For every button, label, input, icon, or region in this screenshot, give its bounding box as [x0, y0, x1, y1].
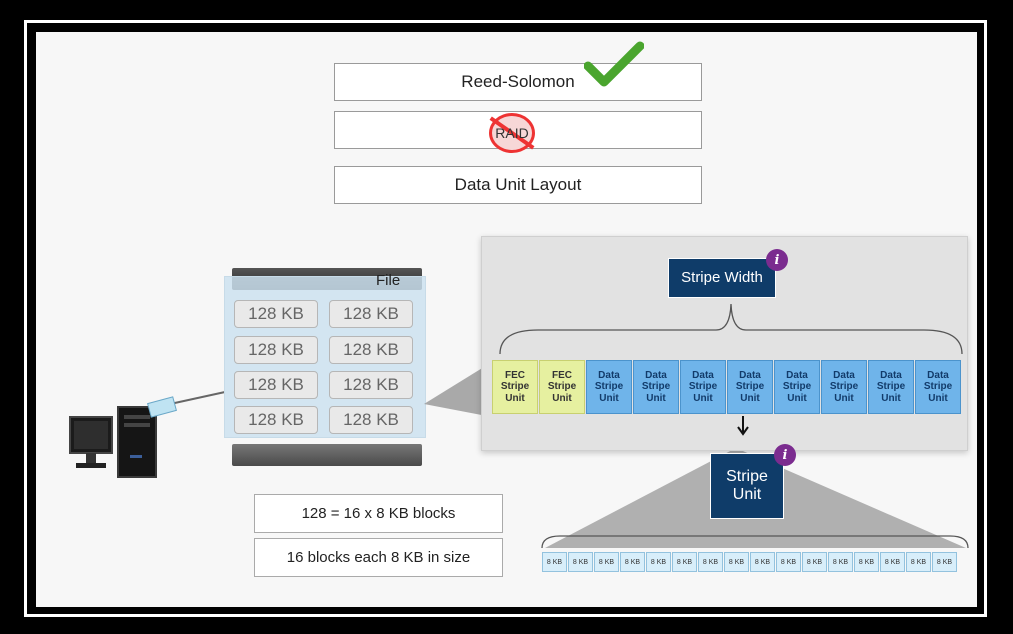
data-stripe-unit: Data Stripe Unit: [727, 360, 773, 414]
data-stripe-unit: Data Stripe Unit: [915, 360, 961, 414]
data-unit-layout-box: Data Unit Layout: [334, 166, 702, 204]
stripe-width-brace: [499, 303, 963, 355]
stripe-width-label: Stripe Width: [681, 269, 763, 287]
kb-block: 8 KB: [620, 552, 645, 572]
slide: Reed-Solomon RAID Data Unit Layout File …: [36, 32, 977, 607]
file-label: File: [376, 272, 401, 289]
equation-box: 128 = 16 x 8 KB blocks: [254, 494, 503, 533]
data-stripe-unit: Data Stripe Unit: [680, 360, 726, 414]
stripe-width-info-icon[interactable]: i: [766, 249, 788, 271]
data-stripe-unit: Data Stripe Unit: [868, 360, 914, 414]
equation-text: 128 = 16 x 8 KB blocks: [301, 505, 456, 522]
kb-block: 8 KB: [750, 552, 775, 572]
raid-label: RAID: [495, 125, 529, 141]
stripe-units-row: FEC Stripe Unit FEC Stripe Unit Data Str…: [492, 360, 961, 414]
data-stripe-unit: Data Stripe Unit: [821, 360, 867, 414]
kb-block: 8 KB: [568, 552, 593, 572]
kb-block: 8 KB: [932, 552, 957, 572]
kb-block: 8 KB: [828, 552, 853, 572]
kb-block: 8 KB: [542, 552, 567, 572]
data-stripe-unit: Data Stripe Unit: [774, 360, 820, 414]
kb-block: 8 KB: [906, 552, 931, 572]
kb-block: 8 KB: [594, 552, 619, 572]
kb-block: 8 KB: [776, 552, 801, 572]
description-text: 16 blocks each 8 KB in size: [286, 549, 471, 566]
kb-block: 8 KB: [672, 552, 697, 572]
data-stripe-unit: Data Stripe Unit: [586, 360, 632, 414]
kb-block: 8 KB: [698, 552, 723, 572]
prohibited-icon: RAID: [489, 113, 535, 153]
outer-frame: [24, 20, 987, 617]
storage-bottom-strip: [232, 444, 422, 466]
stripe-unit-brace: [541, 535, 969, 549]
computer-icon: [69, 406, 157, 478]
kb-block: 8 KB: [854, 552, 879, 572]
checkmark-icon: [584, 41, 644, 87]
stripe-unit-box: Stripe Unit: [710, 453, 784, 519]
stripe-width-box: Stripe Width: [668, 258, 776, 298]
kb-blocks-row: 8 KB 8 KB 8 KB 8 KB 8 KB 8 KB 8 KB 8 KB …: [542, 552, 957, 572]
kb-block: 8 KB: [880, 552, 905, 572]
file-block: 128 KB: [234, 336, 318, 364]
network-cable: [147, 391, 226, 418]
reed-solomon-box: Reed-Solomon: [334, 63, 702, 101]
file-block: 128 KB: [329, 336, 413, 364]
file-block: 128 KB: [234, 406, 318, 434]
file-block: 128 KB: [329, 300, 413, 328]
data-stripe-unit: Data Stripe Unit: [633, 360, 679, 414]
arrow-down-icon: [737, 416, 749, 436]
file-block: 128 KB: [234, 371, 318, 399]
reed-solomon-label: Reed-Solomon: [461, 72, 575, 91]
stripe-unit-label: Stripe Unit: [726, 467, 768, 503]
file-block: 128 KB: [329, 371, 413, 399]
stripe-unit-info-icon[interactable]: i: [774, 444, 796, 466]
fec-stripe-unit: FEC Stripe Unit: [492, 360, 538, 414]
description-box: 16 blocks each 8 KB in size: [254, 538, 503, 577]
file-block: 128 KB: [329, 406, 413, 434]
kb-block: 8 KB: [724, 552, 749, 572]
data-unit-layout-label: Data Unit Layout: [454, 175, 582, 194]
kb-block: 8 KB: [646, 552, 671, 572]
fec-stripe-unit: FEC Stripe Unit: [539, 360, 585, 414]
kb-block: 8 KB: [802, 552, 827, 572]
file-block: 128 KB: [234, 300, 318, 328]
